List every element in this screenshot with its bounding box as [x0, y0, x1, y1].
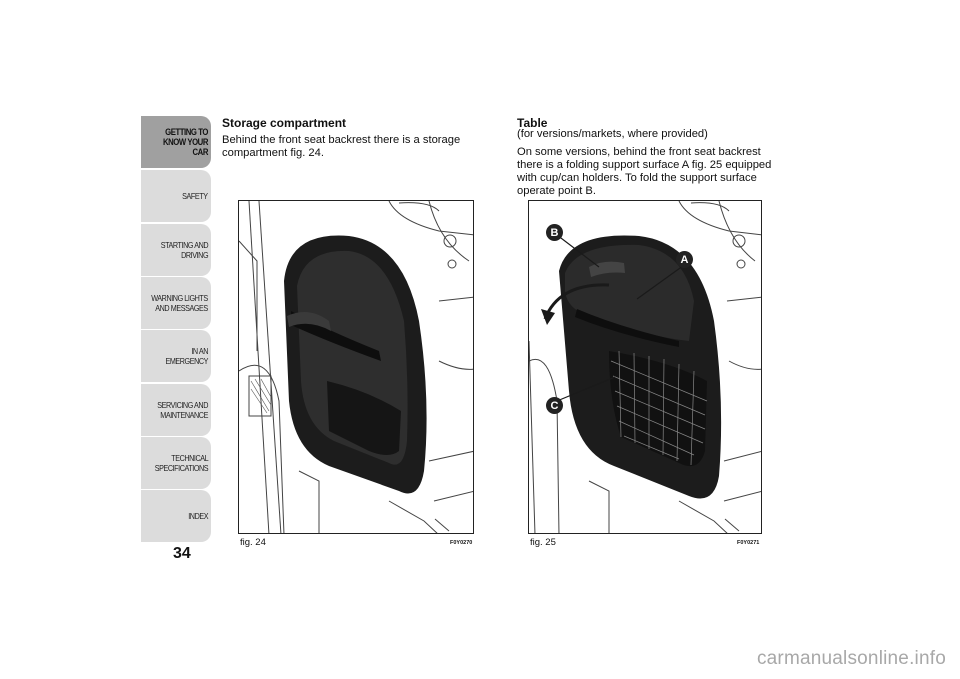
seat-storage-illustration — [239, 201, 473, 533]
tab-technical-specifications[interactable]: TECHNICAL SPECIFICATIONS — [141, 437, 211, 489]
tab-label: SAFETY — [182, 191, 209, 201]
callout-a: A — [676, 251, 693, 268]
tab-label: INDEX — [188, 511, 208, 521]
callout-b: B — [546, 224, 563, 241]
table-subheading: (for versions/markets, where provided) — [517, 128, 708, 140]
tab-index[interactable]: INDEX — [141, 490, 211, 542]
tab-in-an-emergency[interactable]: IN AN EMERGENCY — [141, 330, 211, 382]
table-paragraph: On some versions, behind the front seat … — [517, 146, 772, 197]
figure-25 — [528, 200, 762, 534]
figure-25-code: F0Y0271 — [737, 540, 760, 546]
tab-starting-and-driving[interactable]: STARTING AND DRIVING — [141, 224, 211, 276]
tab-label: STARTING AND DRIVING — [160, 240, 209, 260]
tab-label: GETTING TO KNOW YOUR CAR — [162, 127, 208, 157]
watermark: carmanualsonline.info — [756, 648, 946, 669]
tab-label: TECHNICAL SPECIFICATIONS — [154, 453, 209, 473]
tab-label: SERVICING AND MAINTENANCE — [157, 400, 208, 420]
storage-paragraph: Behind the front seat backrest there is … — [222, 134, 461, 159]
page-number: 34 — [173, 545, 191, 562]
figure-24-code: F0Y0270 — [450, 540, 473, 546]
figure-24 — [238, 200, 474, 534]
tab-label: WARNING LIGHTS AND MESSAGES — [151, 293, 208, 313]
tab-getting-to-know-your-car[interactable]: GETTING TO KNOW YOUR CAR — [141, 116, 211, 168]
tab-safety[interactable]: SAFETY — [141, 170, 211, 222]
callout-c: C — [546, 397, 563, 414]
section-heading-table: Table — [517, 116, 548, 130]
figure-24-caption: fig. 24 — [240, 537, 266, 548]
section-heading-storage: Storage compartment — [222, 116, 347, 130]
tab-servicing-and-maintenance[interactable]: SERVICING AND MAINTENANCE — [141, 384, 211, 436]
tab-label: IN AN EMERGENCY — [165, 346, 208, 366]
tab-warning-lights[interactable]: WARNING LIGHTS AND MESSAGES — [141, 277, 211, 329]
folding-table-illustration — [529, 201, 761, 533]
figure-25-caption: fig. 25 — [530, 537, 556, 548]
